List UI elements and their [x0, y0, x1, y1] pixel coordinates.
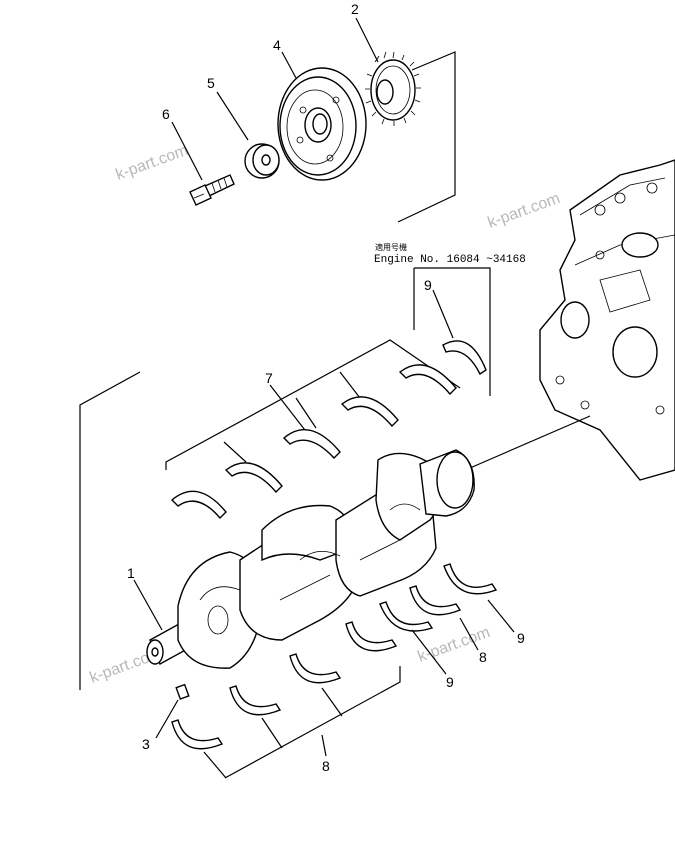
bracket-7-tick: [339, 371, 361, 399]
bracket-8-tick: [321, 687, 343, 717]
callout-1: 1: [127, 565, 135, 581]
bearing-shell-upper: [170, 364, 457, 520]
leader-6: [171, 121, 203, 181]
assembly-axis-line: [469, 415, 591, 469]
bearing-shell-lower: [171, 585, 462, 750]
leader-8-lower: [459, 617, 479, 651]
bracket-8-tick: [203, 751, 227, 779]
bracket-7-tick: [223, 441, 247, 463]
note-serial-range: Engine No. 16084 ~34168: [374, 254, 526, 266]
callout-8: 8: [322, 758, 330, 774]
callout-5: 5: [207, 75, 215, 91]
callout-9-lower-b: 9: [517, 630, 525, 646]
callout-9-inset: 9: [424, 277, 432, 293]
leader-5: [216, 91, 249, 141]
bolt-part: [189, 174, 235, 206]
leader-9-lower-b: [487, 599, 515, 633]
callout-7: 7: [265, 370, 273, 386]
leader-7: [269, 384, 309, 435]
callout-6: 6: [162, 106, 170, 122]
bearing-group-7-bracket: [165, 339, 461, 470]
bracket-7-tick: [295, 397, 317, 429]
crankshaft-group-bracket: [79, 371, 141, 690]
thrust-washer-inset: [442, 340, 487, 376]
leader-2: [355, 17, 379, 63]
callout-9-lower-a: 9: [446, 674, 454, 690]
callout-2: 2: [351, 1, 359, 17]
thrust-washer-lower: [379, 563, 498, 632]
note-jp: 適用号機: [375, 242, 407, 252]
callout-8-lower: 8: [479, 649, 487, 665]
leader-9-lower-a: [411, 629, 447, 675]
inset-bracket: [414, 267, 491, 396]
pulley-group-bracket: [397, 51, 456, 223]
leader-3: [155, 699, 179, 739]
leader-9-inset: [432, 289, 454, 339]
callout-3: 3: [142, 736, 150, 752]
callout-4: 4: [273, 37, 281, 53]
watermark: k-part.com: [486, 190, 563, 232]
bearing-group-8-bracket: [224, 666, 401, 779]
watermark: k-part.com: [114, 142, 191, 184]
leader-4: [281, 51, 297, 79]
leader-1: [133, 579, 163, 631]
washer-part: [244, 143, 280, 179]
gear-part: [365, 51, 421, 126]
engine-block-part: [539, 159, 675, 481]
leader-8: [321, 734, 327, 757]
crankshaft-part: [146, 449, 475, 669]
pin-part: [175, 683, 190, 700]
pulley-part: [277, 67, 367, 181]
bracket-8-tick: [261, 717, 283, 749]
